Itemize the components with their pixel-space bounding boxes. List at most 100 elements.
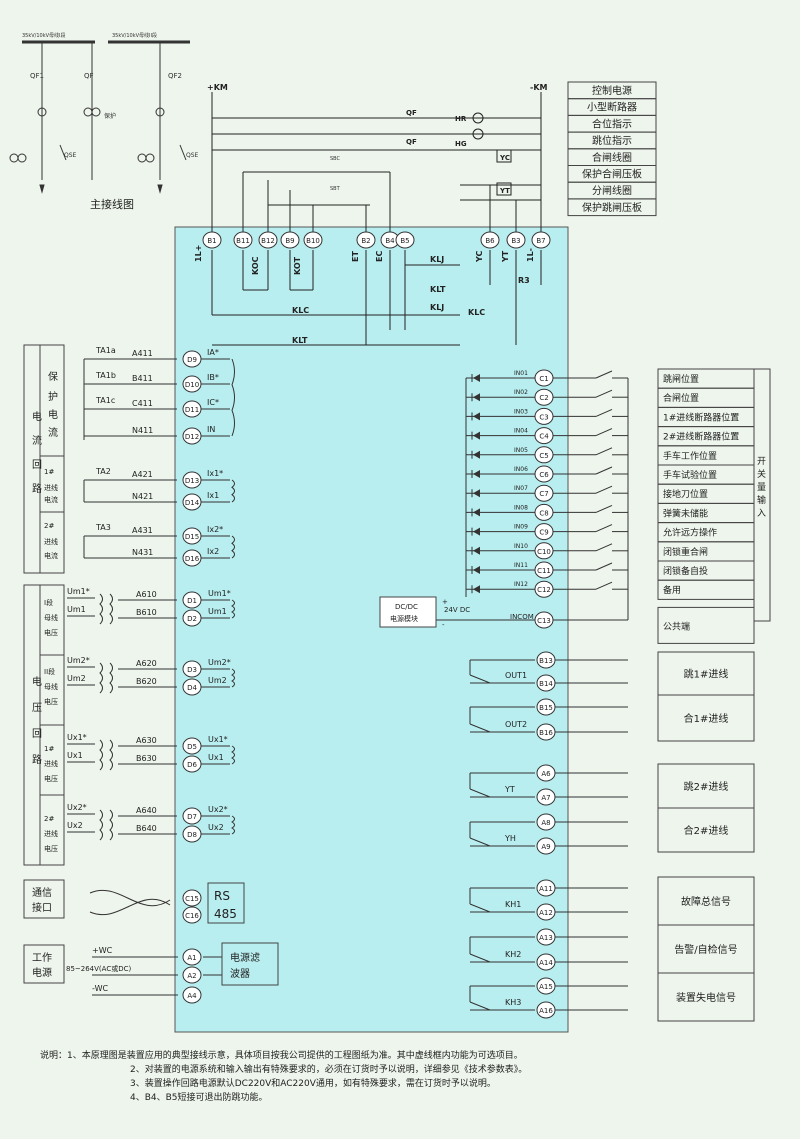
- terminal-c7-label: C7: [539, 490, 548, 498]
- signal-ux2-star: Ux2*: [208, 805, 228, 814]
- terminal-a6-label: A6: [541, 770, 551, 778]
- km-plus-label: +KM: [207, 83, 228, 92]
- protection-label: 保护: [104, 112, 116, 120]
- terminal-a1: A1: [182, 948, 202, 966]
- dcdc-label-2: 电源模块: [390, 614, 418, 623]
- terminal-d13: D13: [182, 471, 202, 489]
- terminal-d10: D10: [182, 375, 202, 393]
- terminal-d16-label: D16: [185, 555, 200, 563]
- ta-label: TA1b: [95, 371, 116, 380]
- pt-label: Ux1: [67, 751, 83, 760]
- signal-ic-star: IC*: [207, 398, 219, 407]
- comm-box: [23, 879, 65, 919]
- current-group-name: 进线: [44, 537, 58, 546]
- qf-label-1: QF: [406, 109, 417, 117]
- terminal-b1-label: B1: [207, 237, 216, 245]
- terminal-a15-label: A15: [539, 983, 553, 991]
- pt-label: Um2: [67, 674, 86, 683]
- signal-ix2-star: Ix2*: [207, 525, 223, 534]
- input-side-label: 开: [757, 456, 766, 467]
- input-desc: 1#进线断路器位置: [663, 411, 739, 423]
- input-desc: 闭锁重合闸: [663, 546, 708, 558]
- terminal-b11: B11: [233, 231, 253, 249]
- legend-item: 小型断路器: [587, 101, 637, 114]
- terminal-b6-label: B6: [485, 237, 495, 245]
- terminal-a7-label: A7: [541, 794, 550, 802]
- voltage-group-name: 电压: [44, 628, 58, 637]
- r3-label: R3: [518, 276, 530, 285]
- input-in06: IN06: [514, 466, 528, 473]
- terminal-d7-label: D7: [187, 813, 197, 821]
- terminal-c10: C10: [534, 542, 554, 560]
- voltage-group-name: 进线: [44, 759, 58, 768]
- input-desc: 跳闸位置: [663, 373, 699, 385]
- current-group-name: 1#: [44, 468, 54, 476]
- terminal-d1: D1: [182, 591, 202, 609]
- input-desc: 手车试验位置: [663, 469, 717, 481]
- output-desc: 跳1#进线: [684, 668, 729, 681]
- terminal-b2-label: B2: [361, 237, 370, 245]
- input-in04: IN04: [514, 428, 528, 435]
- terminal-d2: D2: [182, 609, 202, 627]
- output-yt: YT: [504, 785, 515, 794]
- terminal-a16: A16: [536, 1001, 556, 1019]
- terminal-c12: C12: [534, 580, 554, 598]
- sbc-label: SBC: [330, 156, 341, 162]
- terminal-d3-label: D3: [187, 666, 197, 674]
- legend-item: 保护合闸压板: [582, 168, 642, 181]
- terminal-c3-label: C3: [539, 413, 548, 421]
- current-title-char: 路: [32, 482, 42, 495]
- input-in01: IN01: [514, 370, 528, 377]
- terminal-d6-label: D6: [187, 761, 197, 769]
- terminal-b4-label: B4: [385, 237, 395, 245]
- signal-um1: Um1: [208, 607, 227, 616]
- power-label-2: 电源: [32, 966, 52, 979]
- terminal-c9-label: C9: [539, 529, 548, 537]
- output-desc: 跳2#进线: [684, 780, 729, 793]
- terminal-c10-label: C10: [537, 548, 551, 556]
- terminal-a14: A14: [536, 953, 556, 971]
- terminal-b11-label: B11: [236, 237, 250, 245]
- terminal-a2: A2: [182, 966, 202, 984]
- qf2-label: QF2: [168, 72, 182, 80]
- terminal-c11: C11: [534, 561, 554, 579]
- signal-in: IN: [207, 425, 215, 434]
- input-in11: IN11: [514, 562, 528, 569]
- legend-item: 分闸线圈: [592, 184, 632, 197]
- vlabel-2: KOT: [293, 256, 302, 275]
- terminal-d9: D9: [182, 350, 202, 368]
- voltage-group-name: 进线: [44, 829, 58, 838]
- terminal-a1-label: A1: [187, 954, 196, 962]
- notes: 说明：1、本原理图是装置应用的典型接线示意，具体项目按我公司提供的工程图纸为准。…: [40, 1049, 527, 1103]
- input-in08: IN08: [514, 504, 528, 511]
- legend-item: 合闸线圈: [592, 151, 632, 164]
- terminal-b10-label: B10: [306, 237, 320, 245]
- terminal-a9-label: A9: [541, 843, 550, 851]
- signal-ib-star: IB*: [207, 373, 219, 382]
- terminal-a13-label: A13: [539, 934, 553, 942]
- note-line: 2、对装置的电源系统和输入输出有特殊要求的，必须在订货时予以说明，详细参见《技术…: [130, 1063, 527, 1075]
- terminal-d11: D11: [182, 400, 202, 418]
- signal-um1-star: Um1*: [208, 589, 231, 598]
- wire-b411: B411: [132, 374, 153, 383]
- input-in02: IN02: [514, 389, 528, 396]
- pt-label-star: Ux1*: [67, 733, 87, 742]
- current-group-name: 电流: [44, 495, 58, 504]
- pt-label-star: Ux2*: [67, 803, 87, 812]
- terminal-a14-label: A14: [539, 959, 553, 967]
- voltage-group-name: II段: [44, 667, 55, 676]
- terminal-c8: C8: [534, 503, 554, 521]
- current-group-name: 流: [48, 426, 58, 439]
- terminal-a15: A15: [536, 977, 556, 995]
- wire-a431: A431: [132, 526, 153, 535]
- relay-klt: KLT: [430, 285, 446, 294]
- dcdc-plus-label: +: [442, 598, 448, 606]
- input-in10: IN10: [514, 543, 528, 550]
- input-desc: 闭锁备自投: [663, 565, 708, 577]
- input-side-label: 输: [757, 494, 766, 506]
- wire-b630: B630: [136, 754, 157, 763]
